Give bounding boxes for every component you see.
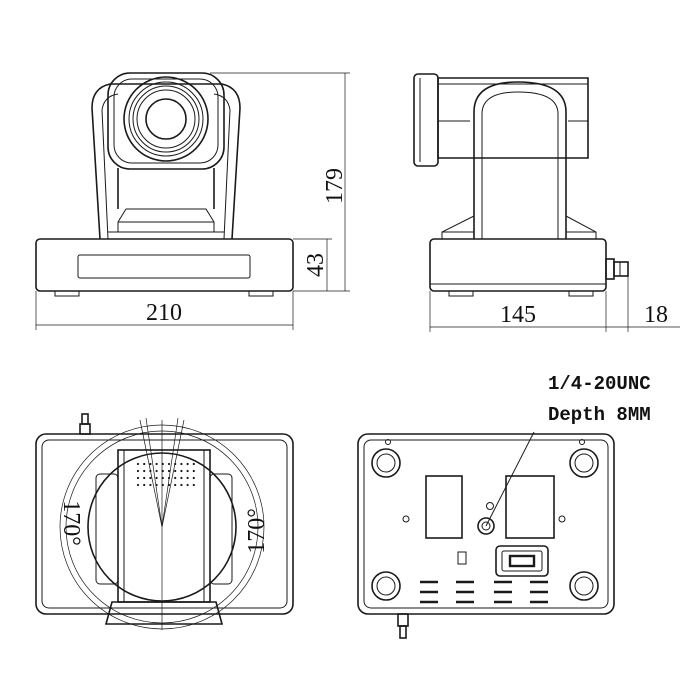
front-lens xyxy=(123,76,209,162)
depth-dimension-label: 145 xyxy=(500,302,536,328)
side-connector xyxy=(605,258,615,280)
pan-left-angle-label: 170° xyxy=(58,500,84,546)
side-view xyxy=(413,73,629,297)
bottom-port xyxy=(495,545,549,577)
top-camera-body xyxy=(117,449,211,603)
front-base xyxy=(35,238,294,292)
thread-depth-label: Depth 8MM xyxy=(548,404,651,426)
top-vent-holes xyxy=(136,462,195,487)
front-indicator-window xyxy=(77,254,251,279)
front-camera-head xyxy=(107,72,225,170)
bottom-label-plate-right xyxy=(505,475,555,539)
front-yoke xyxy=(91,83,241,240)
front-dimensions: 210 179 43 xyxy=(35,72,350,330)
bottom-foot-bottom-right xyxy=(569,571,599,601)
front-foot-right xyxy=(248,290,274,297)
bottom-base xyxy=(357,433,615,615)
front-view xyxy=(35,72,294,297)
bottom-label-plate-left xyxy=(425,475,463,539)
bottom-foot-top-right xyxy=(569,448,599,478)
base-height-dimension-label: 43 xyxy=(303,253,329,277)
top-lens-hood xyxy=(104,601,224,625)
front-foot-left xyxy=(54,290,80,297)
pan-right-angle-label: 170° xyxy=(244,508,270,554)
height-dimension-label: 179 xyxy=(322,168,348,204)
connector-dimension-label: 18 xyxy=(644,302,668,328)
side-lens-hood xyxy=(413,73,439,167)
side-dimensions: 145 18 xyxy=(429,276,680,332)
bottom-vent-slots xyxy=(420,580,548,604)
side-yoke xyxy=(473,81,567,239)
bottom-foot-bottom-left xyxy=(371,571,401,601)
tripod-thread-mount xyxy=(477,517,495,535)
bottom-foot-top-left xyxy=(371,448,401,478)
thread-spec-label: 1/4-20UNC xyxy=(548,373,651,395)
bottom-view: 1/4-20UNC Depth 8MM xyxy=(357,373,651,639)
side-base xyxy=(429,238,607,292)
width-dimension-label: 210 xyxy=(146,300,182,326)
top-view: 170° 170° xyxy=(35,413,294,630)
thread-leader-line xyxy=(485,431,535,527)
